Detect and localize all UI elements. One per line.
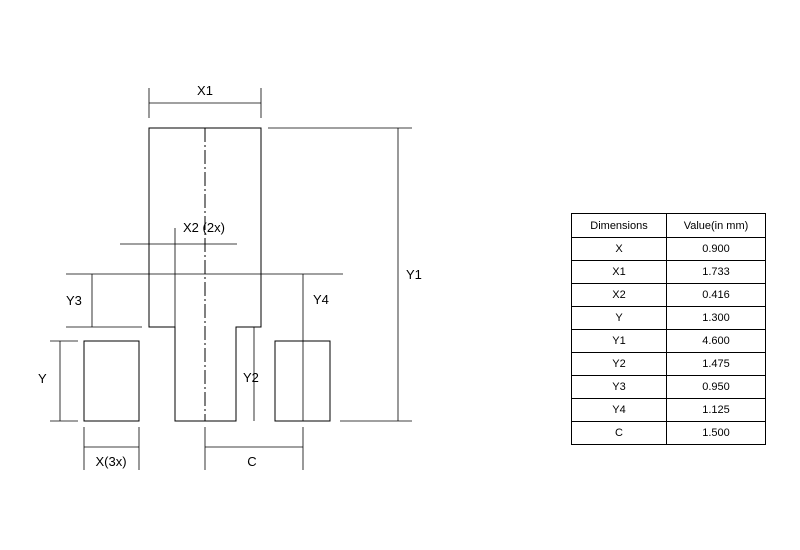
dimension-value: 4.600 xyxy=(666,329,766,353)
dimension-name: X xyxy=(571,237,667,261)
dimension-value: 0.416 xyxy=(666,283,766,307)
header-value: Value(in mm) xyxy=(666,213,766,238)
label-x2: X2 (2x) xyxy=(183,220,225,235)
small-pad-right xyxy=(274,340,331,422)
dimension-name: Y xyxy=(571,306,667,330)
label-x1: X1 xyxy=(197,83,213,98)
dimension-value: 1.125 xyxy=(666,398,766,422)
dimension-value: 1.500 xyxy=(666,421,766,445)
label-y1: Y1 xyxy=(406,267,422,282)
table-header-row: Dimensions Value(in mm) xyxy=(571,213,766,238)
dimension-name: Y3 xyxy=(571,375,667,399)
label-y2: Y2 xyxy=(243,370,259,385)
dimension-value: 0.950 xyxy=(666,375,766,399)
small-pad-left xyxy=(83,340,140,422)
dimension-name: X2 xyxy=(571,283,667,307)
label-y: Y xyxy=(38,371,47,386)
dimension-name: Y4 xyxy=(571,398,667,422)
dimension-name: Y2 xyxy=(571,352,667,376)
label-x: X(3x) xyxy=(95,454,126,469)
dimension-name: C xyxy=(571,421,667,445)
outline-shapes xyxy=(83,127,331,422)
dimension-name: X1 xyxy=(571,260,667,284)
header-dimensions: Dimensions xyxy=(571,213,667,238)
dimension-value: 1.300 xyxy=(666,306,766,330)
dimension-lines xyxy=(50,88,412,470)
label-y3: Y3 xyxy=(66,293,82,308)
label-c: C xyxy=(247,454,256,469)
dimension-value: 1.475 xyxy=(666,352,766,376)
label-y4: Y4 xyxy=(313,292,329,307)
dimension-value: 1.733 xyxy=(666,260,766,284)
dimension-value: 0.900 xyxy=(666,237,766,261)
dimension-name: Y1 xyxy=(571,329,667,353)
large-pad-outline xyxy=(148,127,262,422)
